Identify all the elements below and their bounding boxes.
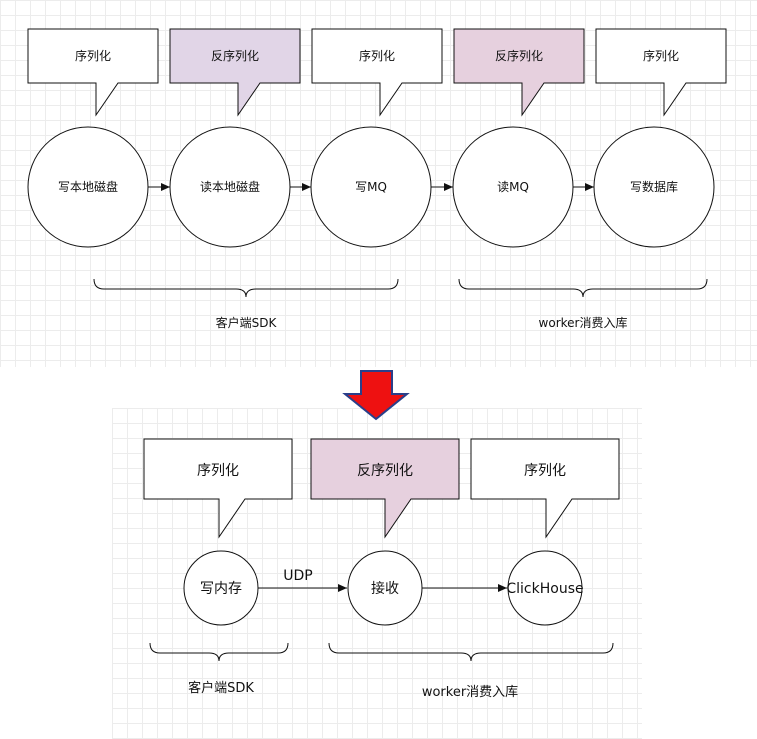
node-label: 接收 — [371, 580, 399, 597]
node-label: 读本地磁盘 — [200, 179, 260, 194]
callout-bubble-shape — [453, 28, 585, 117]
callout-label: 序列化 — [75, 48, 111, 63]
bottom-group-brace-client — [149, 642, 289, 662]
callout-bubble-shape — [470, 438, 620, 539]
callout-bubble-shape — [27, 28, 159, 117]
bottom-callout-3: 序列化 — [470, 438, 620, 539]
callout-label: 序列化 — [643, 48, 679, 63]
bottom-callout-2: 反序列化 — [310, 438, 460, 539]
top-group-brace-worker — [458, 278, 708, 298]
node-label: 写本地磁盘 — [58, 179, 118, 194]
callout-bubble-shape — [143, 438, 293, 539]
bottom-node-1: 写内存 — [183, 550, 259, 626]
bottom-group-label-client: 客户端SDK — [188, 680, 254, 696]
edge-label-udp: UDP — [283, 568, 312, 584]
callout-label: 序列化 — [197, 463, 239, 479]
top-group-label-client: 客户端SDK — [216, 315, 278, 330]
callout-bubble-shape — [311, 28, 443, 117]
top-callout-1: 序列化 — [27, 28, 159, 117]
top-node-3: 写MQ — [310, 126, 432, 248]
top-callout-4: 反序列化 — [453, 28, 585, 117]
bottom-callout-1: 序列化 — [143, 438, 293, 539]
callout-bubble-shape — [310, 438, 460, 539]
process-node-circle — [507, 550, 583, 626]
bottom-group-brace-worker — [328, 642, 614, 662]
callout-label: 反序列化 — [211, 48, 259, 63]
node-label: 写内存 — [200, 581, 242, 597]
top-callout-3: 序列化 — [311, 28, 443, 117]
top-callout-2: 反序列化 — [169, 28, 301, 117]
top-group-brace-client — [93, 278, 399, 298]
callout-label: 反序列化 — [495, 48, 543, 63]
node-label: ClickHouse — [506, 581, 583, 597]
top-node-4: 读MQ — [452, 126, 574, 248]
callout-label: 序列化 — [524, 463, 566, 479]
node-label: 写数据库 — [630, 179, 678, 194]
callout-label: 序列化 — [359, 48, 395, 63]
top-node-5: 写数据库 — [593, 126, 715, 248]
bottom-node-2: 接收 — [347, 550, 423, 626]
callout-label: 反序列化 — [357, 463, 413, 479]
top-group-label-worker: worker消费入库 — [539, 315, 628, 330]
down-arrow-icon — [342, 370, 410, 421]
callout-bubble-shape — [595, 28, 727, 117]
bottom-node-3: ClickHouse — [506, 550, 584, 626]
node-label: 写MQ — [355, 180, 387, 194]
bottom-group-label-worker: worker消费入库 — [422, 684, 518, 700]
callout-bubble-shape — [169, 28, 301, 117]
top-node-2: 读本地磁盘 — [169, 126, 291, 248]
node-label: 读MQ — [497, 180, 529, 194]
top-node-1: 写本地磁盘 — [27, 126, 149, 248]
top-callout-5: 序列化 — [595, 28, 727, 117]
